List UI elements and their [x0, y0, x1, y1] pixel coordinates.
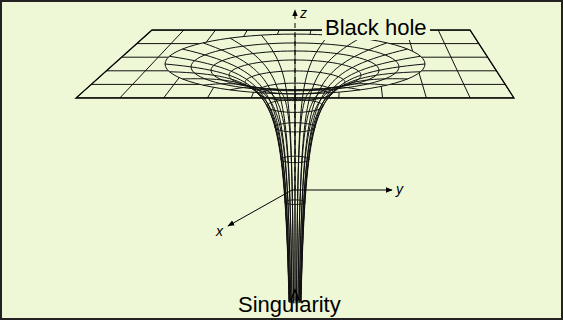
title-label: Black hole: [322, 16, 430, 40]
coordinate-axes: [228, 10, 392, 226]
axis-label: z: [300, 6, 307, 20]
x-axis: [228, 190, 292, 226]
z-axis: [295, 10, 296, 190]
callout-label: Singularity: [238, 294, 341, 316]
y-axis: [292, 190, 392, 191]
axis-label: x: [216, 224, 223, 238]
axis-label: y: [396, 182, 403, 196]
